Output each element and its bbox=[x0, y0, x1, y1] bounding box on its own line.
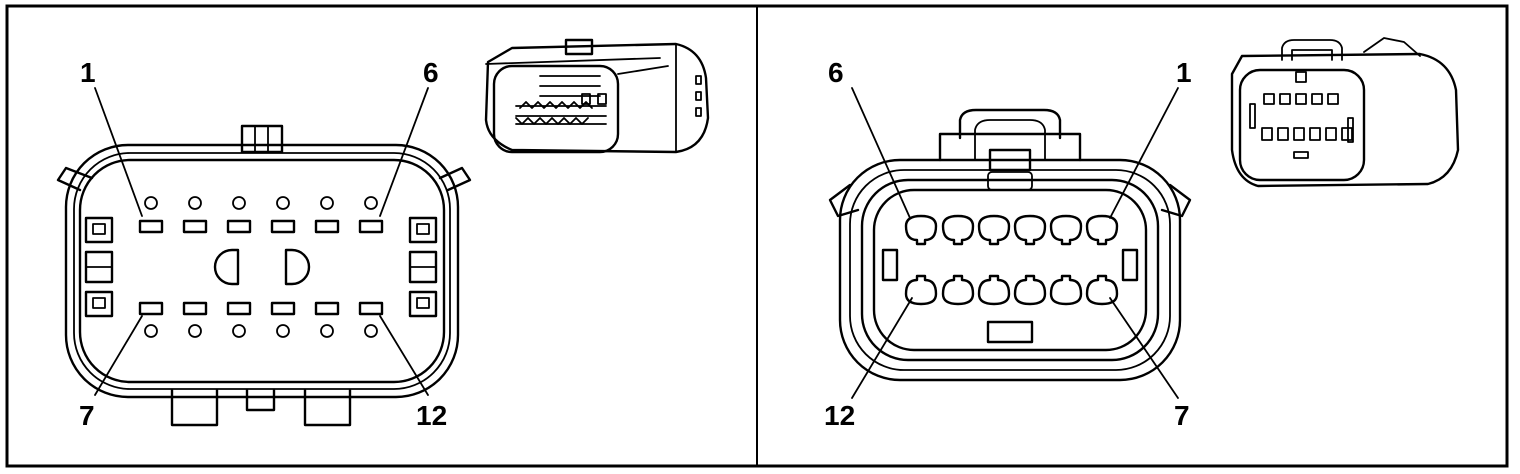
cavity-bottom bbox=[941, 274, 975, 306]
pin-contact-top bbox=[188, 196, 202, 210]
right-ear bbox=[438, 166, 472, 192]
pin-contact-top bbox=[276, 196, 290, 210]
leader-pin-7 bbox=[94, 315, 143, 396]
leader-pin-1 bbox=[94, 87, 143, 217]
right-connector-perspective-icon bbox=[1230, 37, 1460, 188]
cavity-top bbox=[904, 214, 938, 246]
thumb-cavity-top bbox=[1311, 93, 1323, 105]
bottom-key-right bbox=[303, 388, 352, 427]
cavity-top bbox=[977, 214, 1011, 246]
thumb-cavity-top bbox=[1327, 93, 1339, 105]
right-shoulder bbox=[1160, 183, 1192, 218]
cavity-label-6: 6 bbox=[828, 57, 844, 88]
cavity-bottom bbox=[977, 274, 1011, 306]
housing-ring bbox=[73, 152, 451, 390]
thumb-cavity-top bbox=[1263, 93, 1275, 105]
pin-contact-top bbox=[232, 196, 246, 210]
pin-contact-bottom bbox=[232, 324, 246, 338]
thumb-cavity-bottom bbox=[1325, 127, 1337, 141]
pin-blade-bottom bbox=[226, 301, 252, 316]
housing-ring-1 bbox=[849, 169, 1171, 371]
cavity-top bbox=[1049, 214, 1083, 246]
pin-blade-top bbox=[358, 219, 384, 234]
top-latch bbox=[240, 124, 284, 154]
leader-pin-6 bbox=[379, 87, 429, 217]
pin-blade-bottom bbox=[182, 301, 208, 316]
cavity-bottom bbox=[904, 274, 938, 306]
thumb-cavity-bottom bbox=[1277, 127, 1289, 141]
pin-blade-bottom bbox=[138, 301, 164, 316]
pin-blade-bottom bbox=[270, 301, 296, 316]
top-latch-inner bbox=[974, 119, 1046, 161]
pin-blade-top bbox=[314, 219, 340, 234]
pin-label-12: 12 bbox=[416, 400, 447, 431]
right-lock-windows bbox=[408, 216, 438, 318]
cavity-top bbox=[941, 214, 975, 246]
thumb-cavity-bottom bbox=[1341, 127, 1353, 141]
leader-cavity-1 bbox=[1109, 87, 1179, 219]
pin-contact-bottom bbox=[276, 324, 290, 338]
thumb-cavity-top bbox=[1295, 93, 1307, 105]
pin-blade-bottom bbox=[314, 301, 340, 316]
left-lock-windows bbox=[84, 216, 114, 318]
thumb-cavity-bottom bbox=[1293, 127, 1305, 141]
housing-ring-2 bbox=[860, 178, 1160, 362]
leader-cavity-7 bbox=[1109, 297, 1179, 399]
bottom-key bbox=[986, 320, 1034, 344]
thumb-cavity-top bbox=[1279, 93, 1291, 105]
thumb-cavity-bottom bbox=[1261, 127, 1273, 141]
cavity-label-7: 7 bbox=[1174, 400, 1190, 431]
thumb-cavity-bottom bbox=[1309, 127, 1321, 141]
cavity-bottom bbox=[1085, 274, 1119, 306]
cavity-bottom bbox=[1013, 274, 1047, 306]
bottom-key-left bbox=[170, 388, 219, 427]
left-connector-perspective-icon bbox=[484, 38, 710, 154]
housing-outer bbox=[838, 158, 1182, 382]
cavity-label-12: 12 bbox=[824, 400, 855, 431]
leader-cavity-12 bbox=[851, 297, 913, 399]
pin-contact-top bbox=[364, 196, 378, 210]
cavity-label-1: 1 bbox=[1176, 57, 1192, 88]
pin-contact-top bbox=[320, 196, 334, 210]
pin-contact-bottom bbox=[188, 324, 202, 338]
pin-label-6: 6 bbox=[423, 57, 439, 88]
pin-contact-bottom bbox=[320, 324, 334, 338]
side-slot-right bbox=[1121, 248, 1139, 282]
pin-label-7: 7 bbox=[79, 400, 95, 431]
center-key-right bbox=[284, 248, 311, 286]
side-slot-left bbox=[881, 248, 899, 282]
right-cavity-array bbox=[904, 214, 1119, 306]
top-latch-base bbox=[938, 132, 1082, 162]
pin-blade-top bbox=[226, 219, 252, 234]
pin-blade-bottom bbox=[358, 301, 384, 316]
housing-inner bbox=[78, 158, 446, 384]
pin-blade-top bbox=[270, 219, 296, 234]
pin-blade-top bbox=[138, 219, 164, 234]
pin-label-1: 1 bbox=[80, 57, 96, 88]
pin-contact-top bbox=[144, 196, 158, 210]
left-pin-array bbox=[138, 196, 384, 338]
pin-contact-bottom bbox=[364, 324, 378, 338]
right-connector-face: 6 1 12 7 bbox=[824, 57, 1192, 431]
pin-blade-top bbox=[182, 219, 208, 234]
left-shoulder bbox=[828, 183, 860, 218]
leader-pin-12 bbox=[379, 315, 429, 396]
bottom-key-center bbox=[245, 388, 276, 412]
cavity-bottom bbox=[1049, 274, 1083, 306]
housing-outer bbox=[64, 143, 460, 399]
cavity-top bbox=[1013, 214, 1047, 246]
center-key-left bbox=[213, 248, 240, 286]
housing-inner bbox=[872, 188, 1148, 352]
pin-contact-bottom bbox=[144, 324, 158, 338]
leader-cavity-6 bbox=[851, 87, 911, 219]
left-connector-face: 1 6 7 12 bbox=[56, 57, 472, 431]
top-latch-outer bbox=[958, 108, 1062, 140]
cavity-top bbox=[1085, 214, 1119, 246]
